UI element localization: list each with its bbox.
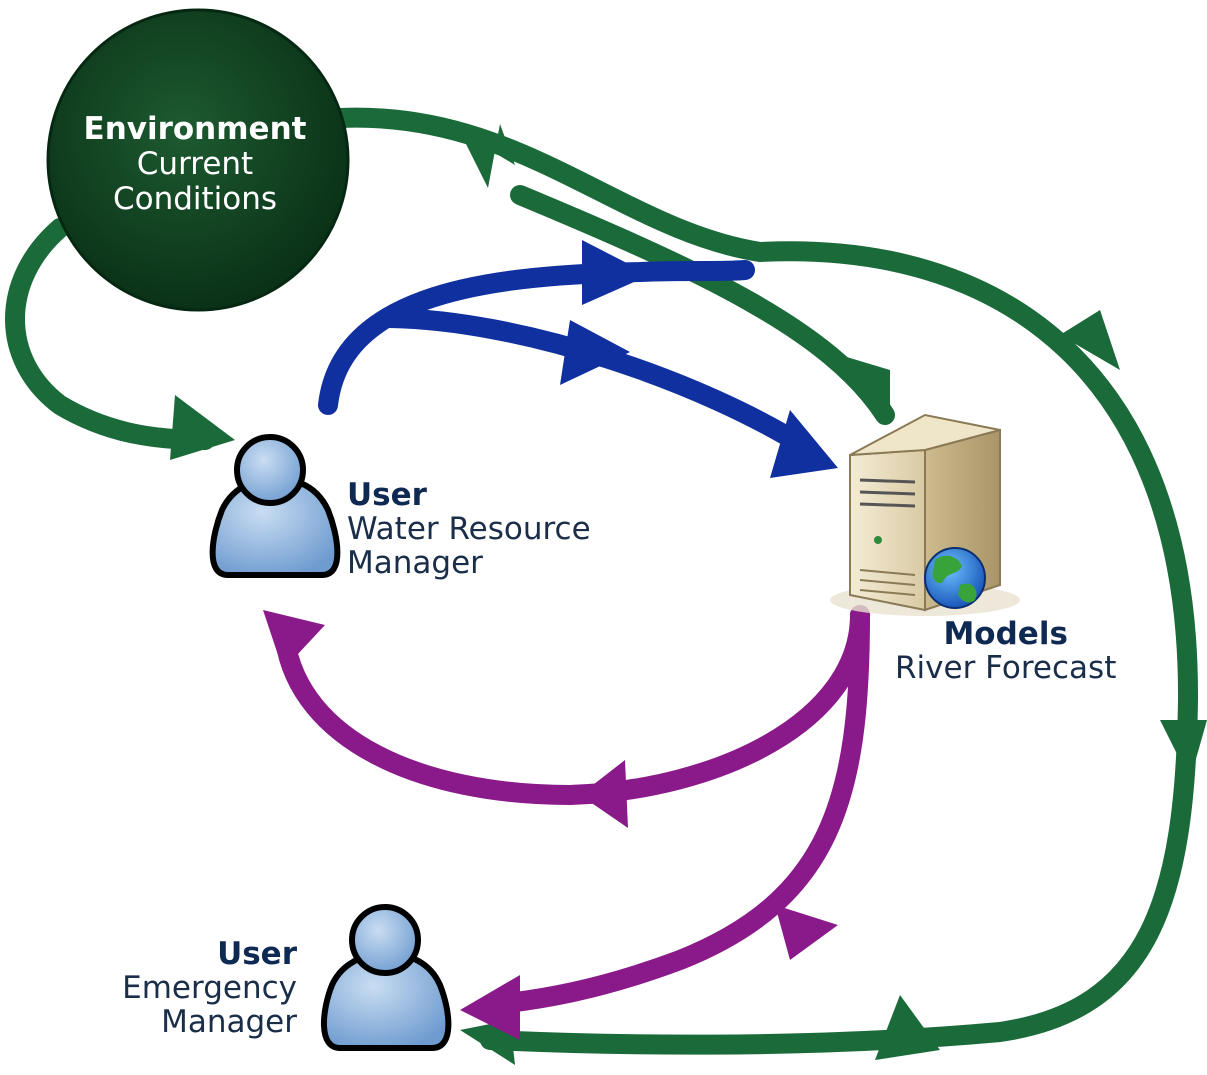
water-resource-user-title: User [347, 477, 427, 513]
arrowhead [582, 240, 650, 305]
model-to-emergency-arrow [480, 605, 870, 1015]
environment-line2: Conditions [112, 181, 278, 217]
arrowhead [580, 760, 628, 828]
server-icon [830, 413, 1020, 616]
arrowhead [263, 610, 325, 670]
models-title: Models [943, 616, 1068, 652]
model-output-flows [275, 605, 870, 1015]
water-resource-user-line2: Manager [347, 545, 483, 581]
water-resource-user-label: User Water Resource Manager [347, 478, 591, 580]
emergency-user-label: User Emergency Manager [60, 937, 297, 1039]
globe-icon [924, 547, 986, 609]
environment-arrowheads [170, 124, 1207, 1065]
user-to-model-arrowheads [560, 240, 838, 478]
emergency-user-line2: Manager [161, 1004, 297, 1040]
models-line1: River Forecast [895, 650, 1117, 686]
arrowhead [170, 395, 235, 460]
environment-node [46, 8, 350, 312]
environment-title: Environment [83, 111, 307, 147]
arrowhead [460, 124, 515, 188]
arrowhead [560, 320, 630, 385]
arrowhead [460, 975, 520, 1040]
env-to-water-user-arrow [5, 218, 215, 450]
arrowhead [875, 995, 940, 1060]
env-to-emergency-arrow [330, 107, 1199, 1055]
environment-label: Environment Current Conditions [45, 112, 345, 217]
arrowhead [1160, 720, 1207, 780]
emergency-user-title: User [217, 936, 297, 972]
arrowhead [460, 1020, 515, 1065]
model-to-water-user-arrow [275, 605, 870, 806]
water-resource-user-icon [209, 434, 341, 578]
model-output-arrowheads [263, 610, 838, 1040]
environment-flows [5, 107, 1199, 1055]
water-user-to-model-arrow-upper [318, 260, 755, 415]
water-resource-user-line1: Water Resource [347, 511, 591, 547]
environment-line1: Current [136, 146, 254, 182]
env-to-models-arrow [510, 185, 895, 425]
arrowhead [770, 410, 838, 478]
emergency-user-icon [321, 904, 452, 1051]
emergency-user-line1: Emergency [122, 970, 297, 1006]
arrowhead [1060, 310, 1120, 370]
models-label: Models River Forecast [895, 617, 1116, 685]
arrowhead [840, 355, 890, 420]
arrowhead [775, 905, 838, 960]
